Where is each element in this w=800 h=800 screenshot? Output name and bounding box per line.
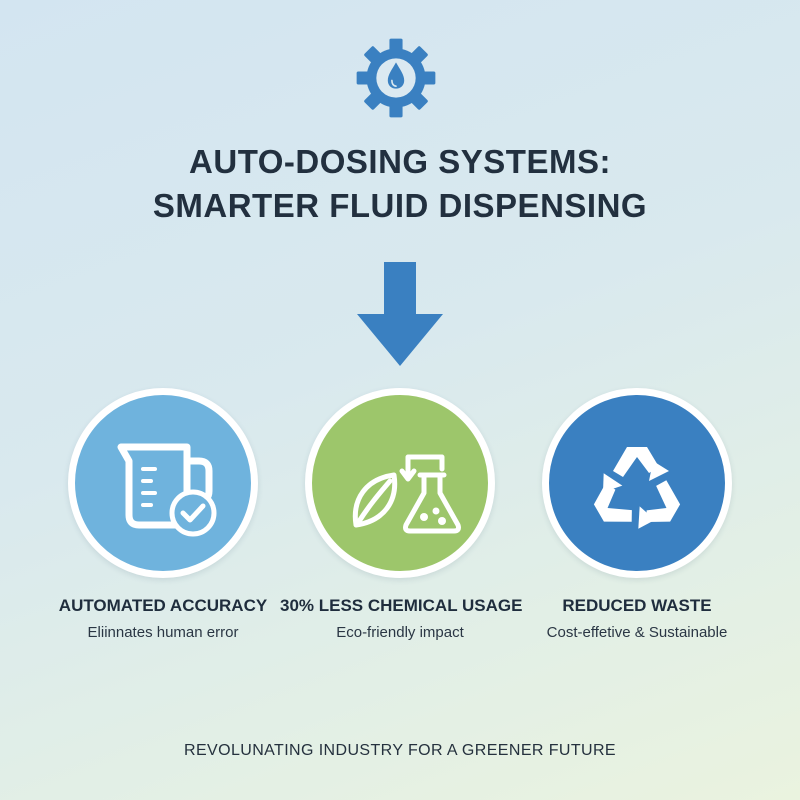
gear-water-drop-icon bbox=[355, 37, 437, 119]
recycle-icon bbox=[593, 447, 681, 529]
footer-tagline: REVOLUNATING INDUSTRY FOR A GREENER FUTU… bbox=[184, 742, 616, 759]
page-title: AUTO-DOSING SYSTEMS: SMARTER FLUID DISPE… bbox=[0, 140, 800, 228]
feature-subtitle: Eliinnates human error bbox=[87, 624, 239, 641]
measuring-cup-check-icon bbox=[117, 443, 217, 537]
feature-less-chemical: 30% LESS CHEMICAL USAGE Eco-friendly imp… bbox=[280, 388, 523, 641]
down-arrow-icon bbox=[355, 262, 445, 368]
feature-subtitle: Eco-friendly impact bbox=[336, 624, 464, 641]
feature-title: REDUCED WASTE bbox=[562, 596, 712, 615]
title-line-1: AUTO-DOSING SYSTEMS: bbox=[189, 143, 611, 180]
feature-title: AUTOMATED ACCURACY bbox=[58, 596, 268, 615]
feature-automated-accuracy: AUTOMATED ACCURACY Eliinnates human erro… bbox=[43, 388, 283, 641]
feature-circle bbox=[305, 388, 495, 578]
feature-circle bbox=[68, 388, 258, 578]
feature-reduced-waste: REDUCED WASTE Cost-effetive & Sustainabl… bbox=[517, 388, 757, 641]
title-line-2: SMARTER FLUID DISPENSING bbox=[152, 187, 648, 224]
feature-subtitle: Cost-effetive & Sustainable bbox=[546, 624, 728, 641]
leaf-flask-icon bbox=[352, 454, 461, 534]
feature-title: 30% LESS CHEMICAL USAGE bbox=[280, 596, 523, 615]
feature-circle bbox=[542, 388, 732, 578]
